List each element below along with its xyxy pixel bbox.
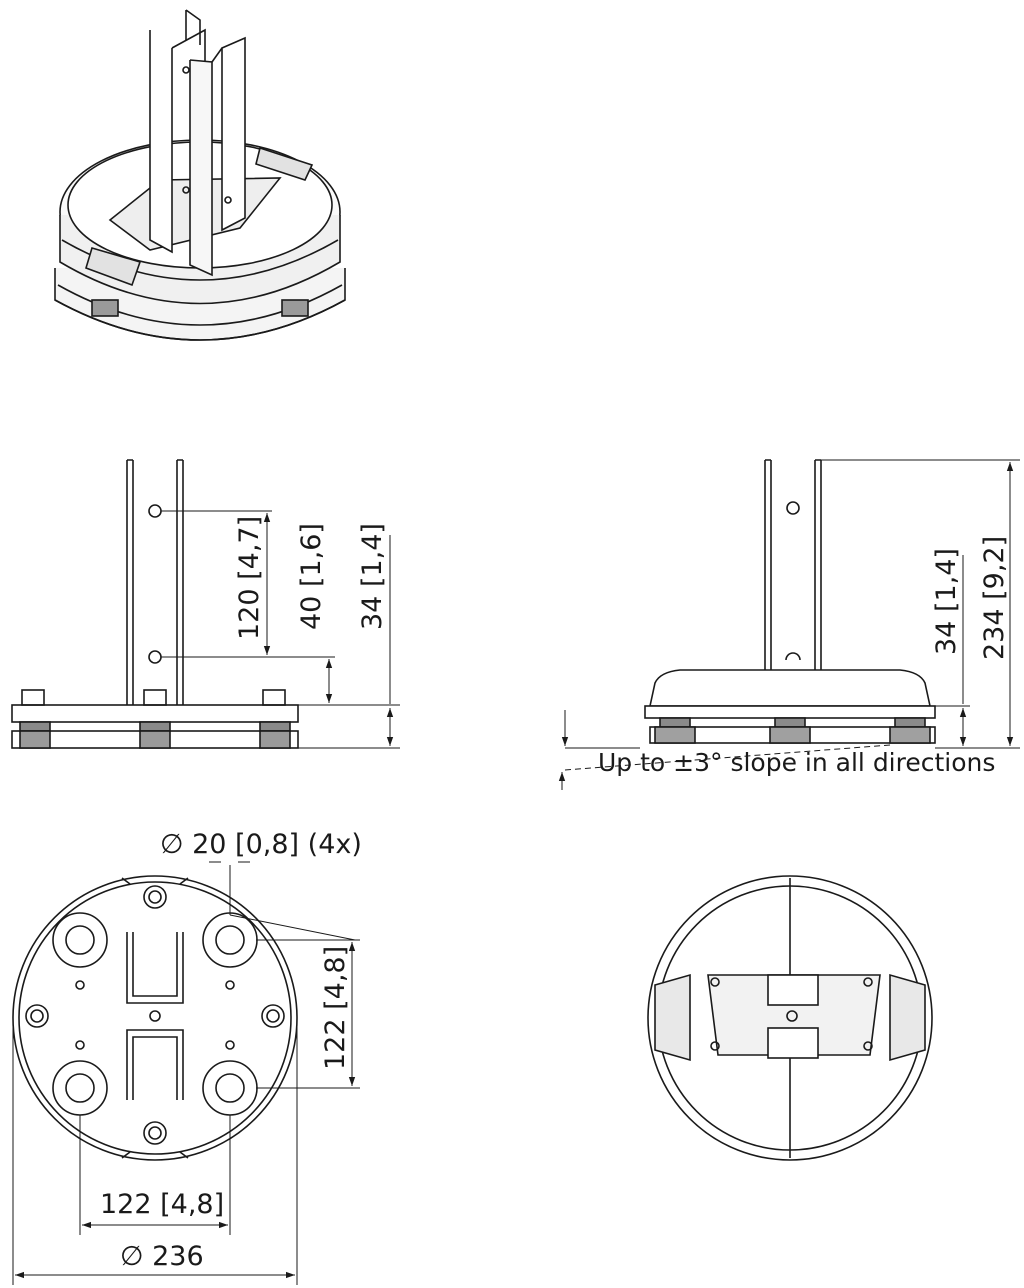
top-view	[647, 875, 933, 1161]
dim-side-plate-height: 34 [1,4]	[357, 523, 388, 630]
dim-hole-pattern-horizontal: 122 [4,8]	[100, 1189, 224, 1220]
dim-front-plate-height: 34 [1,4]	[931, 548, 962, 655]
bottom-view	[12, 861, 360, 1285]
dim-hole-pattern-vertical: 122 [4,8]	[320, 946, 351, 1070]
dim-lower-hole-height: 40 [1,6]	[296, 523, 327, 630]
dim-hole-diameter: ∅ 20 [0,8] (4x)	[160, 829, 362, 860]
dim-base-diameter: ∅ 236	[120, 1241, 204, 1272]
front-view	[558, 459, 1020, 790]
dim-total-height: 234 [9,2]	[979, 536, 1010, 660]
isometric-view	[54, 9, 346, 341]
slope-note: Up to ±3° slope in all directions	[598, 748, 995, 777]
side-view	[11, 459, 400, 749]
dim-hole-spacing: 120 [4,7]	[234, 516, 265, 640]
